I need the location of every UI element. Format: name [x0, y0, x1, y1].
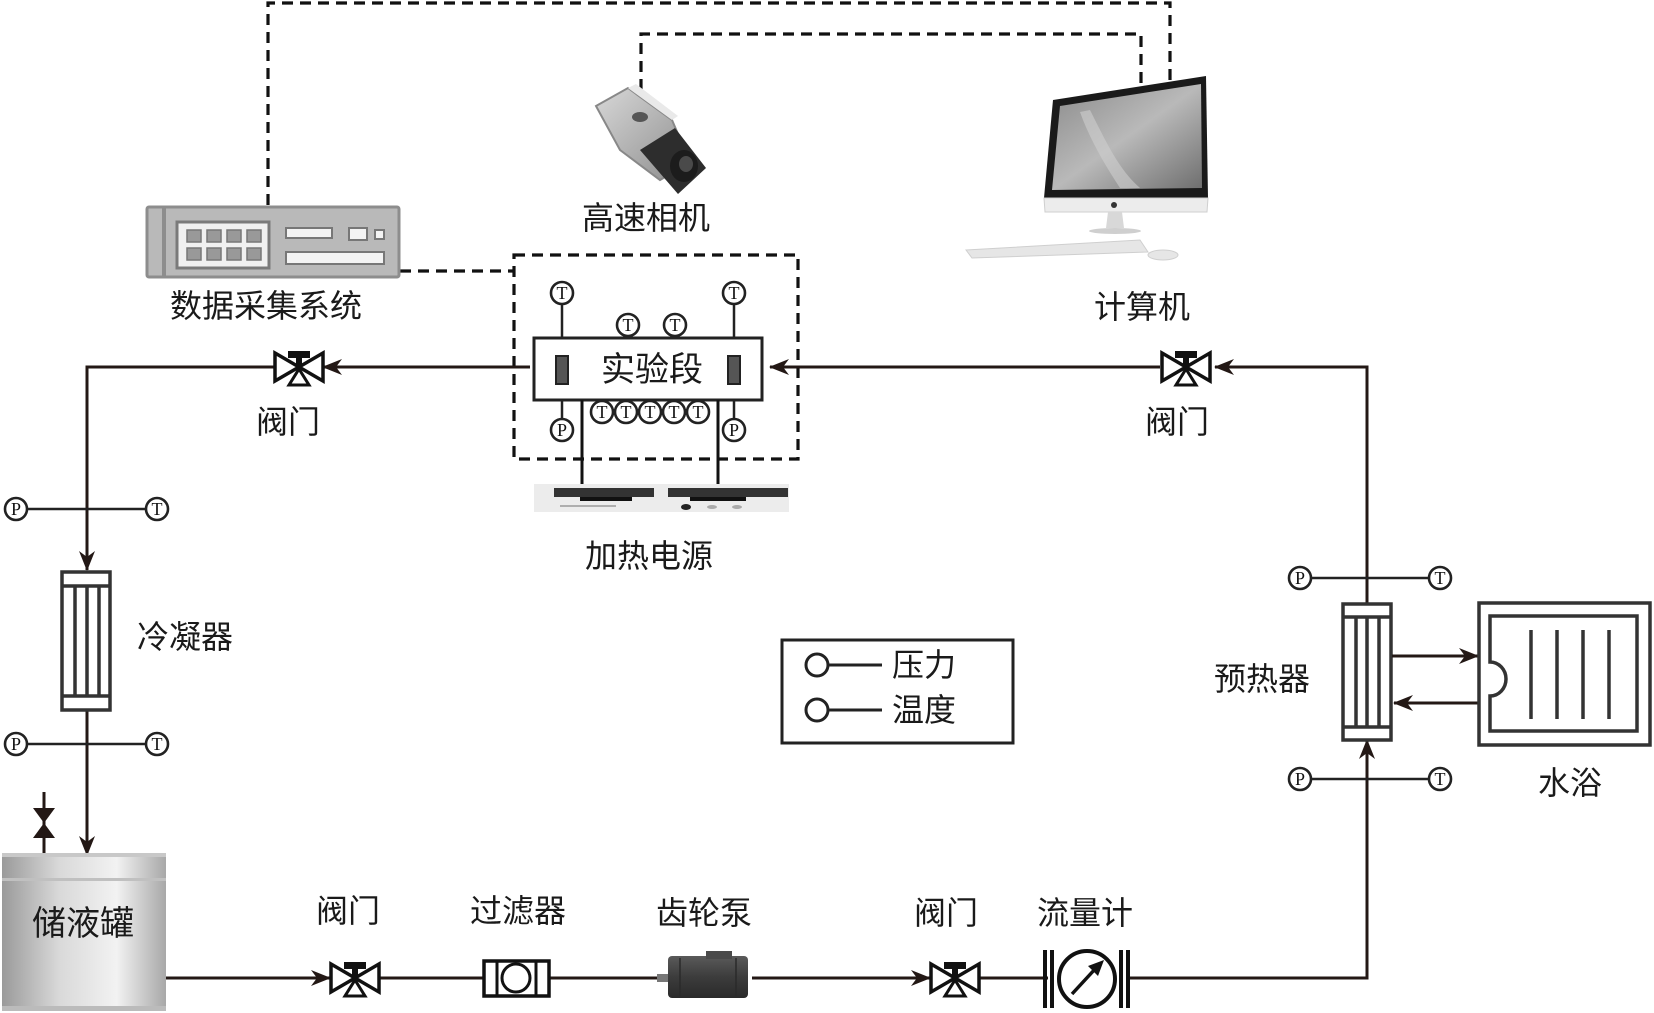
label-daq: 数据采集系统 — [170, 287, 362, 325]
gauge-temperature: T — [589, 399, 615, 425]
svg-text:T: T — [670, 315, 681, 335]
gauge-temperature: T — [1427, 565, 1453, 591]
tank-icon — [2, 853, 166, 1011]
filter-icon — [482, 959, 551, 998]
svg-text:P: P — [11, 499, 21, 519]
svg-text:P: P — [11, 734, 21, 754]
svg-text:P: P — [1295, 769, 1305, 789]
svg-text:T: T — [152, 499, 163, 519]
legend-label-pressure: 压力 — [892, 646, 956, 684]
gauge-temperature: T — [661, 399, 687, 425]
gauge-temperature: T — [615, 312, 641, 338]
label-valve-bottom-1: 阀门 — [316, 892, 380, 930]
test-section — [532, 305, 764, 490]
label-filter: 过滤器 — [470, 892, 566, 930]
label-water-bath: 水浴 — [1538, 764, 1602, 802]
svg-text:T: T — [621, 402, 632, 422]
legend-label-temperature: 温度 — [892, 691, 956, 729]
computer-icon — [965, 76, 1209, 261]
gauge-pressure: P — [3, 496, 29, 522]
pipe-valve-to-condenser — [79, 365, 275, 571]
signal-lines — [266, 1, 1172, 461]
svg-text:T: T — [729, 283, 740, 303]
gauge-temperature: T — [1427, 766, 1453, 792]
svg-text:T: T — [152, 734, 163, 754]
legend: 压力 温度 — [780, 638, 1015, 745]
legend-item-pressure: 压力 — [804, 646, 956, 684]
label-tank: 储液罐 — [32, 904, 134, 944]
gauge-pressure: P — [1287, 766, 1313, 792]
label-condenser: 冷凝器 — [137, 618, 233, 656]
svg-text:T: T — [557, 283, 568, 303]
label-valve-top-right: 阀门 — [1145, 403, 1209, 441]
gauge-temperature: T — [685, 399, 711, 425]
gauge-temperature: T — [144, 496, 170, 522]
svg-text:P: P — [729, 420, 739, 440]
valve-icon — [273, 349, 325, 387]
label-computer: 计算机 — [1094, 288, 1190, 326]
pipe-preheater-to-valve — [1214, 359, 1369, 604]
svg-text:T: T — [693, 402, 704, 422]
flowmeter-icon — [1043, 949, 1130, 1009]
test-section-enclosure — [512, 253, 800, 461]
signal-line-camera-computer — [639, 32, 1143, 90]
preheater-icon — [1341, 602, 1393, 742]
pipe-flowmeter-to-preheater — [1128, 739, 1375, 980]
svg-text:P: P — [1295, 568, 1305, 588]
valve-icon — [1160, 349, 1212, 387]
condenser-icon — [60, 570, 112, 712]
camera-icon — [594, 84, 706, 194]
svg-text:T: T — [597, 402, 608, 422]
valve-icon — [329, 960, 381, 998]
svg-text:T: T — [1435, 568, 1446, 588]
label-gear-pump: 齿轮泵 — [656, 894, 752, 932]
gauge-pressure: P — [549, 417, 575, 443]
gauge-temperature: T — [637, 399, 663, 425]
svg-text:T: T — [669, 402, 680, 422]
gauge-temperature: T — [662, 312, 688, 338]
label-power-supply: 加热电源 — [585, 537, 713, 575]
svg-text:T: T — [623, 315, 634, 335]
gauge-temperature: T — [144, 731, 170, 757]
svg-text:P: P — [557, 420, 567, 440]
valve-icon — [929, 960, 981, 998]
vent-valve-icon — [33, 792, 55, 855]
svg-text:T: T — [645, 402, 656, 422]
daq-device — [145, 205, 401, 279]
label-camera: 高速相机 — [582, 199, 710, 237]
legend-item-temperature: 温度 — [804, 691, 956, 729]
label-test-section: 实验段 — [601, 350, 703, 390]
flow-loop — [79, 359, 1375, 986]
gauge-pressure: P — [3, 731, 29, 757]
label-valve-top-left: 阀门 — [256, 403, 320, 441]
water-bath-icon — [1477, 601, 1652, 747]
gauge-temperature: T — [549, 280, 575, 306]
svg-text:T: T — [1435, 769, 1446, 789]
label-preheater: 预热器 — [1214, 660, 1310, 698]
gauge-temperature: T — [721, 280, 747, 306]
gauge-pressure: P — [1287, 565, 1313, 591]
power-supply-icon — [534, 484, 789, 512]
label-flowmeter: 流量计 — [1037, 894, 1133, 932]
label-valve-bottom-2: 阀门 — [914, 894, 978, 932]
gauge-pressure: P — [721, 417, 747, 443]
gear-pump-icon — [657, 951, 748, 998]
gauge-temperature: T — [613, 399, 639, 425]
signal-line-daq-computer — [266, 1, 1172, 205]
